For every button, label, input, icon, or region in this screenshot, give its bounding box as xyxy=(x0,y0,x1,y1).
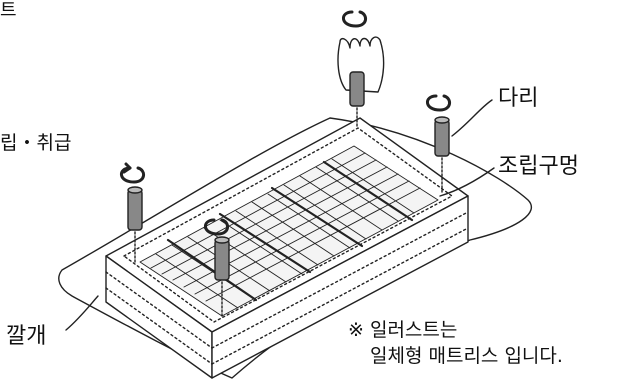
frame-side-right xyxy=(211,195,469,379)
callout-assembly-hole: 조립구멍 xyxy=(498,154,579,179)
leader-leg xyxy=(451,99,493,137)
callout-leg: 다리 xyxy=(498,86,539,111)
note-line-1: ※ 일러스트는 xyxy=(348,319,458,341)
header-fragment-top: 트 xyxy=(0,0,17,21)
rotate-arrow-icon xyxy=(204,218,229,236)
rotate-arrow-icon xyxy=(120,166,145,184)
callout-sheet: 깔개 xyxy=(6,324,47,349)
support-slats xyxy=(166,160,414,302)
rotate-arrow-icon xyxy=(426,94,451,112)
rotate-arrow-icon xyxy=(122,162,132,174)
leader-sheet xyxy=(65,295,99,331)
note-line-2: 일체형 매트리스 입니다. xyxy=(370,345,563,367)
leader-hole xyxy=(439,167,495,197)
leg-post-icon xyxy=(214,236,230,319)
rotate-arrow-icon xyxy=(342,10,367,28)
header-fragment-left: 립・취급 xyxy=(0,132,72,154)
leg-post-icon xyxy=(349,71,365,129)
leg-post-icon xyxy=(434,116,450,193)
leg-post-icon xyxy=(127,186,143,263)
